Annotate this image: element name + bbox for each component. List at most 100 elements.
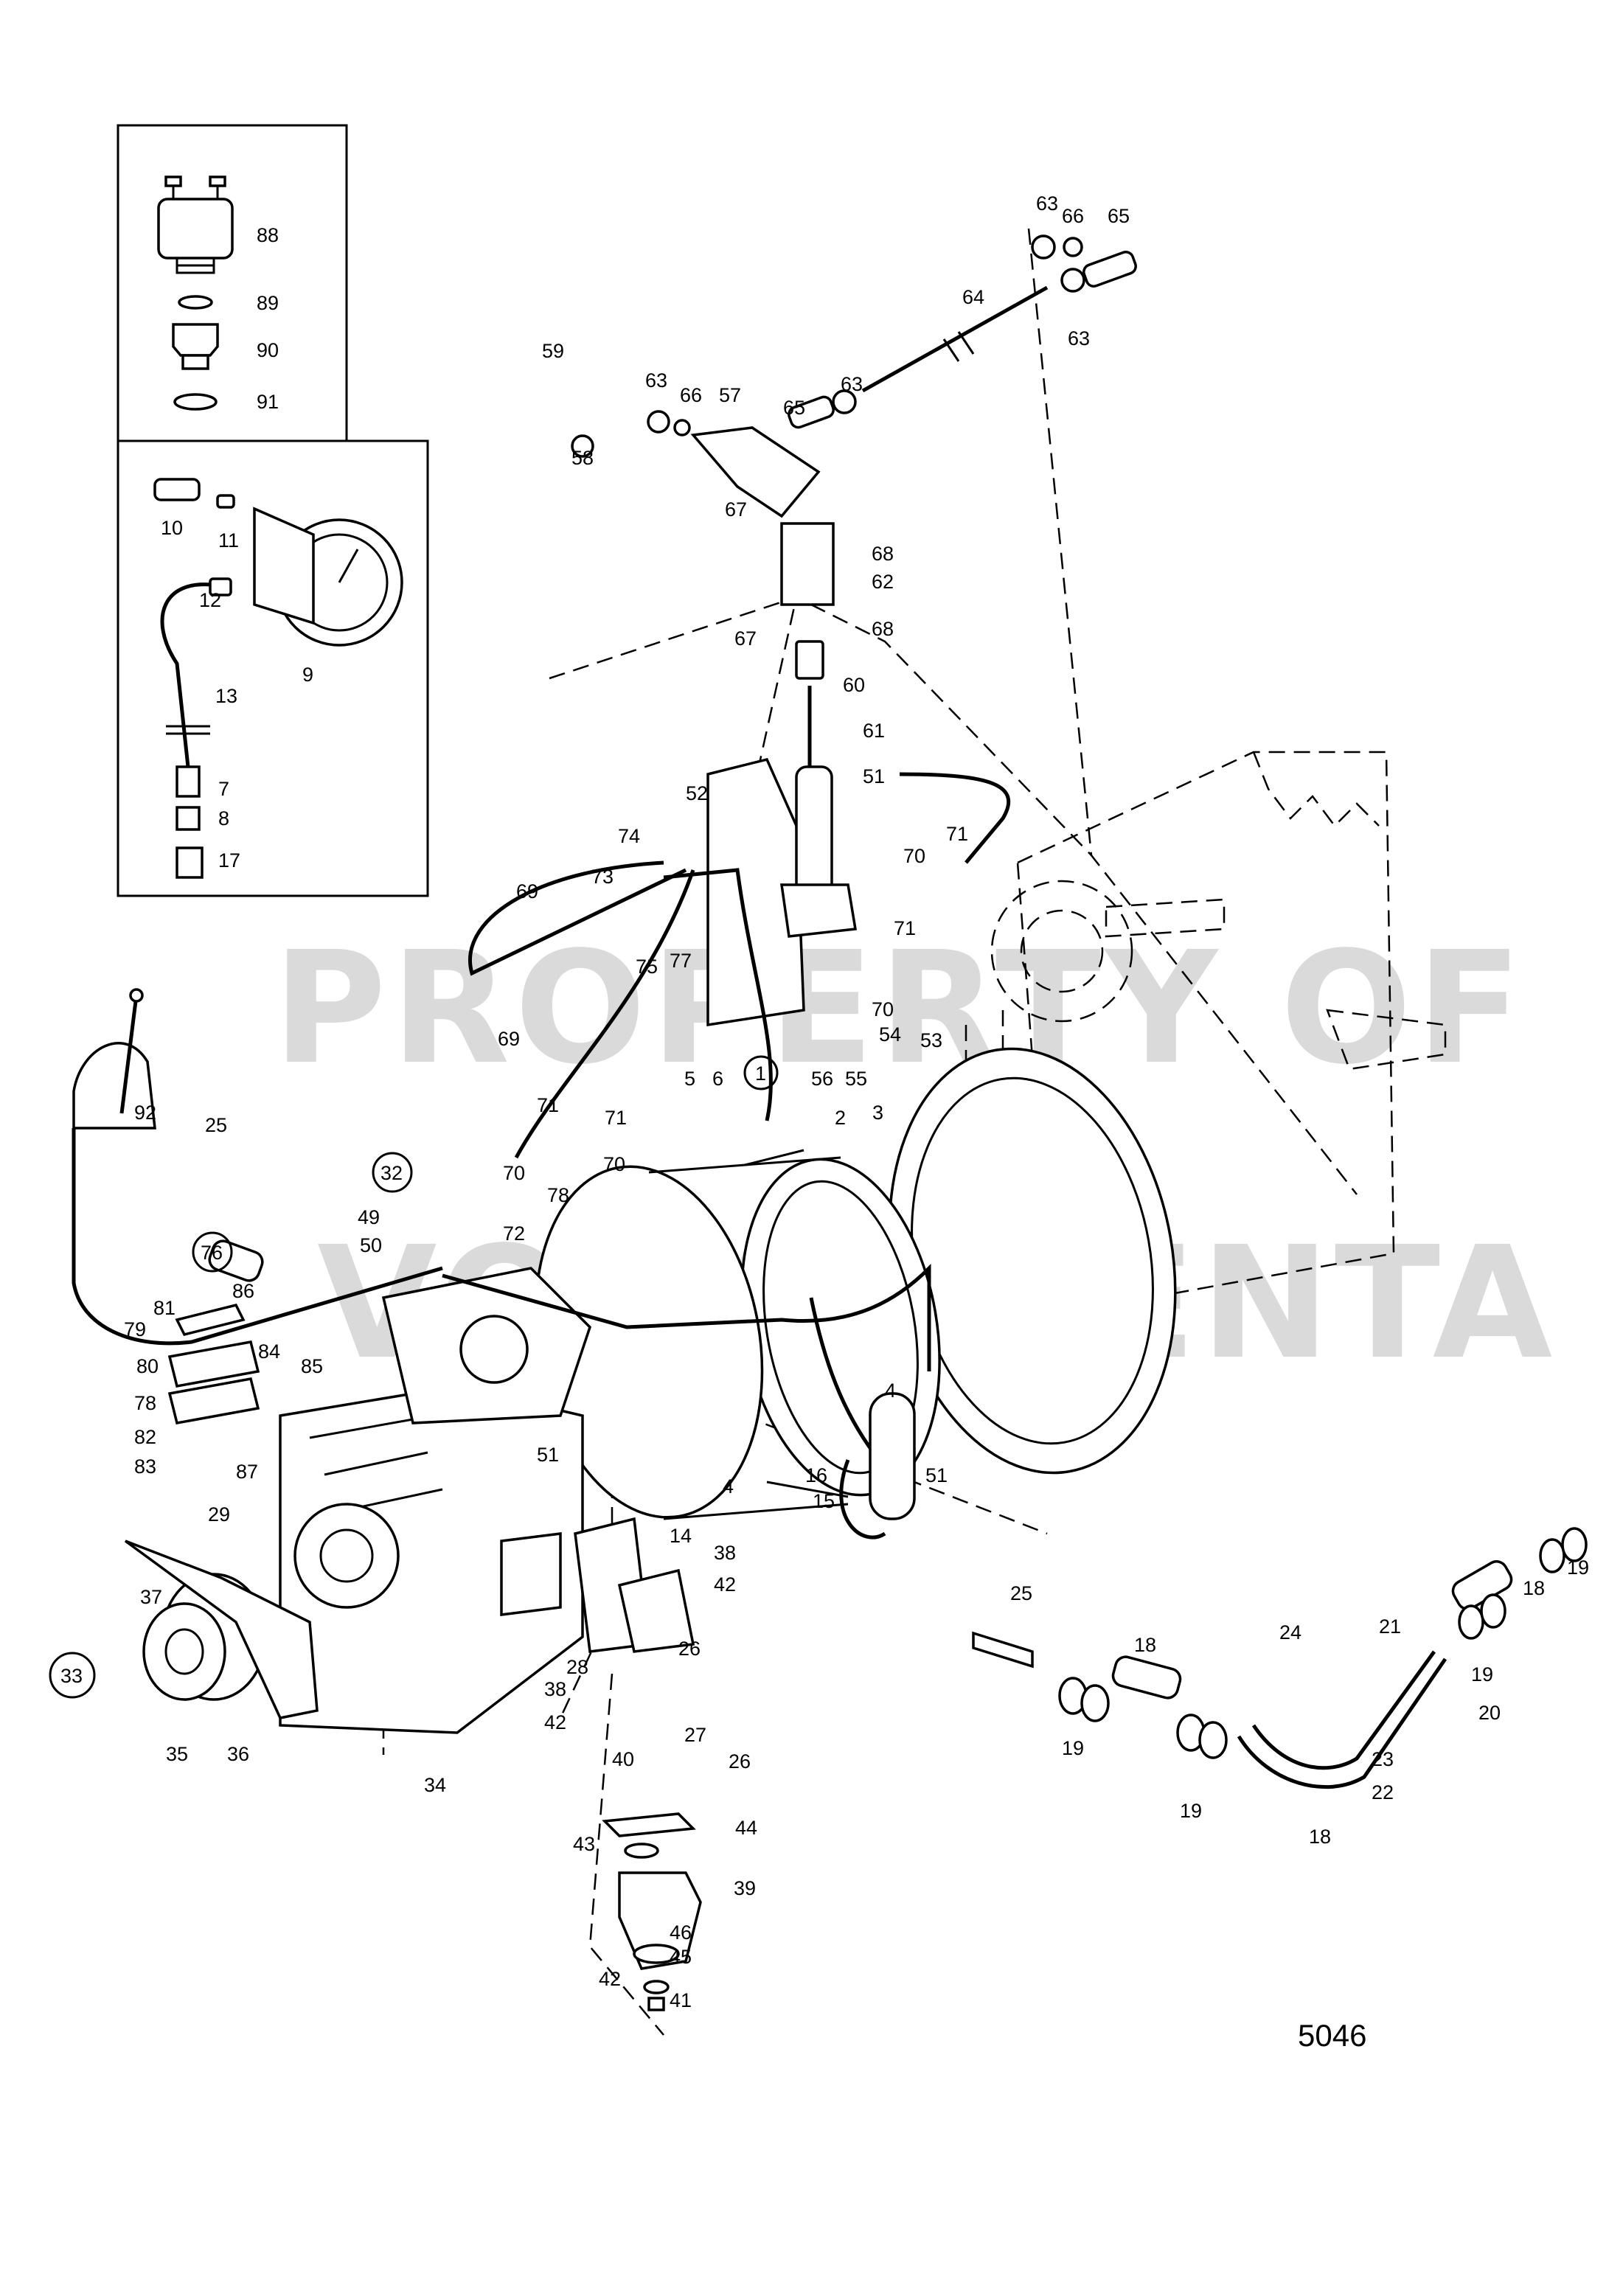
callout-17: 17 [218,849,240,872]
callout-45: 45 [670,1946,692,1968]
washer-42 [643,1980,670,1994]
callout-81: 82 [134,1426,156,1448]
callout-8: 8 [218,807,229,829]
nut-12 [209,577,232,596]
control-cable-92 [72,1128,443,1346]
callout-58: 60 [843,674,865,696]
callout-4-a: 4 [885,1380,896,1402]
callout-91: 92 [134,1102,156,1124]
flywheel-housing [534,1047,1177,1520]
callout-6: 6 [712,1068,723,1090]
callout-43: 43 [573,1833,595,1855]
callout-12: 12 [199,589,221,611]
callout-54: 56 [811,1068,833,1090]
callout-75: 78 [547,1184,569,1206]
callout-69-d: 71 [605,1107,627,1129]
callout-13: 13 [215,685,237,707]
callout-5: 5 [684,1068,695,1090]
callout-59: 61 [863,720,885,742]
callout-61-c: 63 [645,369,667,392]
callout-68-b: 70 [872,998,894,1020]
callout-20-a: 19 [1567,1556,1589,1579]
washer-90 [173,393,218,411]
bracket-30 [617,1568,695,1653]
plate-78 [175,1303,246,1337]
callout-7: 7 [218,778,229,800]
callout-49-c: 51 [537,1444,559,1466]
connector-58 [795,640,824,680]
callout-37: 37 [140,1586,162,1608]
callout-2: 2 [835,1107,846,1129]
nut-41 [647,1997,665,2011]
callout-31: 29 [208,1503,230,1526]
callout-38-b: 38 [544,1678,566,1700]
control-lever [72,988,443,1425]
output-flange [124,1540,319,1719]
callout-80: 81 [153,1297,175,1319]
callout-38-a: 38 [714,1542,736,1564]
sender-10 [153,478,201,501]
callout-labels: 88 89 90 91 10 11 12 9 13 7 8 17 63 66 6… [49,192,1589,2011]
svg-text:33: 33 [60,1665,83,1687]
callout-14: 14 [670,1525,692,1547]
adapter-17 [175,846,204,879]
washer-88 [178,295,213,310]
callout-68-d: 70 [603,1153,625,1175]
circled-callout-32: 32 [372,1152,413,1193]
callout-82: 83 [134,1455,156,1478]
callout-42-a: 42 [714,1573,736,1596]
callout-29: 27 [684,1724,706,1746]
callout-4-b: 4 [723,1475,734,1497]
hose-19-lower [1111,1655,1182,1700]
control-cylinder-assembly [690,426,858,1027]
callout-89: 90 [257,339,279,361]
control-rod [571,234,1137,458]
joint-63-upper [1082,251,1137,288]
callout-46: 46 [670,1921,692,1944]
callout-63-a: 65 [1108,205,1130,227]
callout-79: 80 [136,1355,159,1377]
callout-20-d: 19 [1180,1800,1202,1822]
callout-28: 26 [729,1750,751,1773]
callout-15: 15 [813,1490,835,1512]
callout-39: 39 [734,1877,756,1899]
engine-mount [574,1517,702,2011]
link-60 [780,522,835,606]
callout-19-b: 18 [1134,1634,1156,1656]
callout-70: 72 [503,1222,525,1245]
callout-69-b: 71 [894,917,916,939]
filter-49 [869,1392,916,1520]
callout-65-a: 67 [725,498,747,521]
callout-42-c: 42 [599,1968,621,1990]
pipe-67-lower [514,869,695,1159]
callout-30: 28 [566,1656,588,1678]
callout-11: 11 [218,529,239,552]
inset-box-pressure-switch [117,124,348,442]
callout-90: 91 [257,391,279,413]
callout-65-b: 67 [734,627,757,650]
callout-10: 10 [161,517,183,539]
inset-box-gauge [117,439,429,897]
callout-78: 79 [124,1318,146,1340]
washer-43 [624,1843,659,1859]
pipe-67-upper [468,860,687,976]
transmission [279,1267,592,1734]
figure-number: 5046 [1298,2018,1366,2053]
callout-62: 64 [962,286,984,308]
callout-16: 16 [805,1464,827,1486]
plate-77 [167,1377,260,1425]
nipple-26-upper [208,1239,264,1282]
callout-3: 3 [872,1102,883,1124]
callout-57: 59 [542,340,564,362]
callout-27: 26 [678,1638,701,1660]
cooling-water-pipe [208,1239,1588,1789]
callout-25: 24 [1279,1621,1301,1643]
callout-67-a: 69 [516,880,538,902]
callout-61-d: 63 [841,373,863,395]
cylinder-49 [795,765,833,901]
callout-36: 36 [227,1743,249,1765]
nut-7 [175,765,201,798]
plate-79 [167,1340,260,1388]
callout-72: 74 [618,825,640,847]
callout-20-b: 19 [1471,1663,1493,1686]
